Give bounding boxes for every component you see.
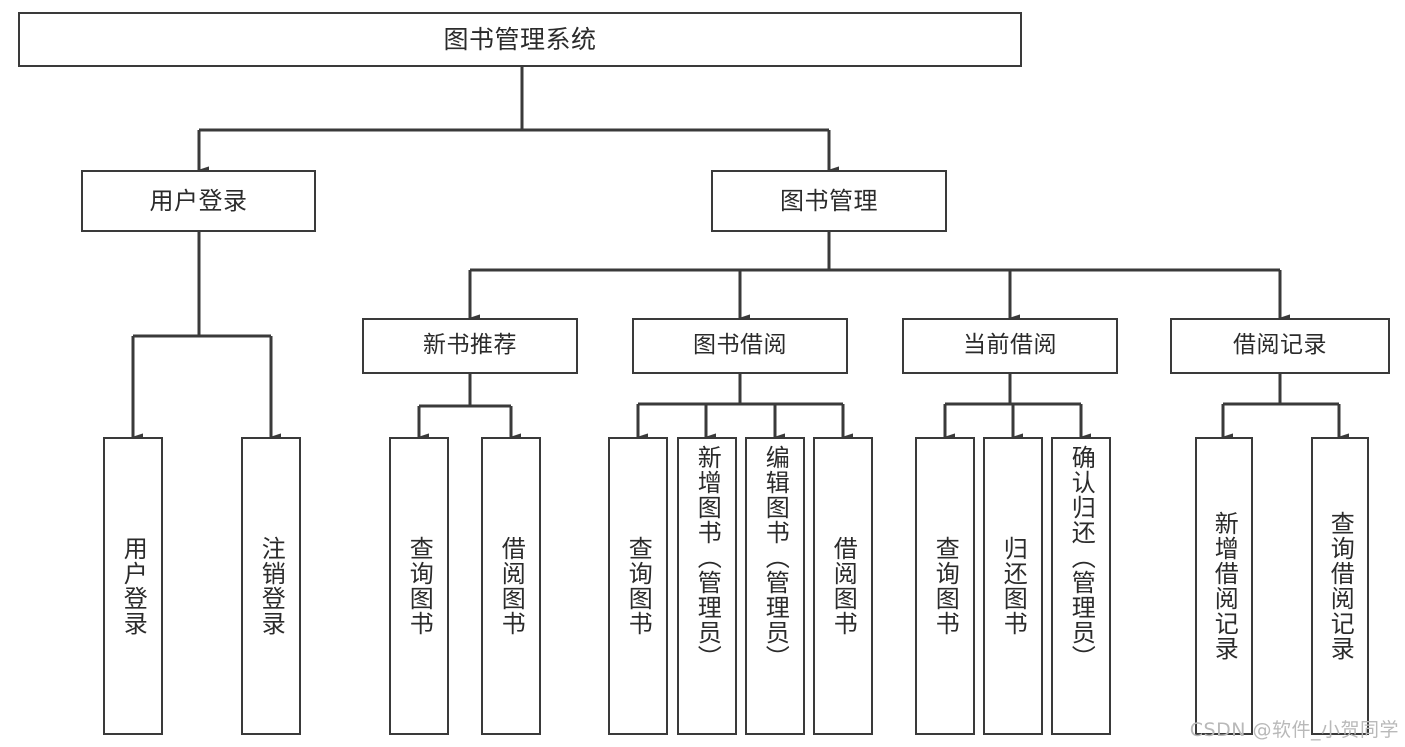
node-root-label: 图书管理系统 [443, 24, 597, 54]
node-leaf-add-book-label: 新增图书（管理员） [693, 445, 722, 670]
node-current-borrow[interactable]: 当前借阅 [902, 318, 1118, 374]
node-leaf-confirm-return[interactable]: 确认归还（管理员） [1051, 437, 1111, 735]
node-current-borrow-label: 当前借阅 [963, 332, 1057, 359]
node-leaf-user-login-label: 用户登录 [119, 536, 148, 636]
node-leaf-query-record[interactable]: 查询借阅记录 [1311, 437, 1369, 735]
node-leaf-add-record[interactable]: 新增借阅记录 [1195, 437, 1253, 735]
node-leaf-borrow-book-2-label: 借阅图书 [829, 536, 858, 636]
node-leaf-edit-book-label: 编辑图书（管理员） [761, 445, 790, 670]
node-leaf-query-record-label: 查询借阅记录 [1326, 511, 1355, 661]
node-book-manage[interactable]: 图书管理 [711, 170, 947, 232]
node-user-login-label: 用户登录 [149, 186, 248, 215]
node-leaf-query-book-2-label: 查询图书 [624, 536, 653, 636]
node-leaf-return-book[interactable]: 归还图书 [983, 437, 1043, 735]
node-leaf-query-book-3[interactable]: 查询图书 [915, 437, 975, 735]
node-leaf-borrow-book-2[interactable]: 借阅图书 [813, 437, 873, 735]
csdn-watermark: CSDN @软件_小贺同学 [1189, 719, 1399, 741]
node-leaf-add-book[interactable]: 新增图书（管理员） [677, 437, 737, 735]
node-leaf-confirm-return-label: 确认归还（管理员） [1067, 445, 1096, 670]
node-leaf-user-login[interactable]: 用户登录 [103, 437, 163, 735]
node-book-borrow-label: 图书借阅 [693, 332, 787, 359]
node-book-borrow[interactable]: 图书借阅 [632, 318, 848, 374]
node-leaf-query-book-1[interactable]: 查询图书 [389, 437, 449, 735]
node-root[interactable]: 图书管理系统 [18, 12, 1022, 67]
node-leaf-query-book-3-label: 查询图书 [931, 536, 960, 636]
node-leaf-logout[interactable]: 注销登录 [241, 437, 301, 735]
node-new-book-rec-label: 新书推荐 [423, 332, 517, 359]
node-leaf-query-book-2[interactable]: 查询图书 [608, 437, 668, 735]
node-leaf-edit-book[interactable]: 编辑图书（管理员） [745, 437, 805, 735]
node-book-manage-label: 图书管理 [780, 186, 878, 215]
node-leaf-query-book-1-label: 查询图书 [405, 536, 434, 636]
node-leaf-borrow-book-1-label: 借阅图书 [497, 536, 526, 636]
node-borrow-record[interactable]: 借阅记录 [1170, 318, 1390, 374]
node-leaf-borrow-book-1[interactable]: 借阅图书 [481, 437, 541, 735]
node-user-login[interactable]: 用户登录 [81, 170, 316, 232]
node-borrow-record-label: 借阅记录 [1233, 332, 1327, 359]
node-leaf-logout-label: 注销登录 [257, 536, 286, 636]
node-leaf-add-record-label: 新增借阅记录 [1210, 511, 1239, 661]
node-leaf-return-book-label: 归还图书 [999, 536, 1028, 636]
node-new-book-rec[interactable]: 新书推荐 [362, 318, 578, 374]
